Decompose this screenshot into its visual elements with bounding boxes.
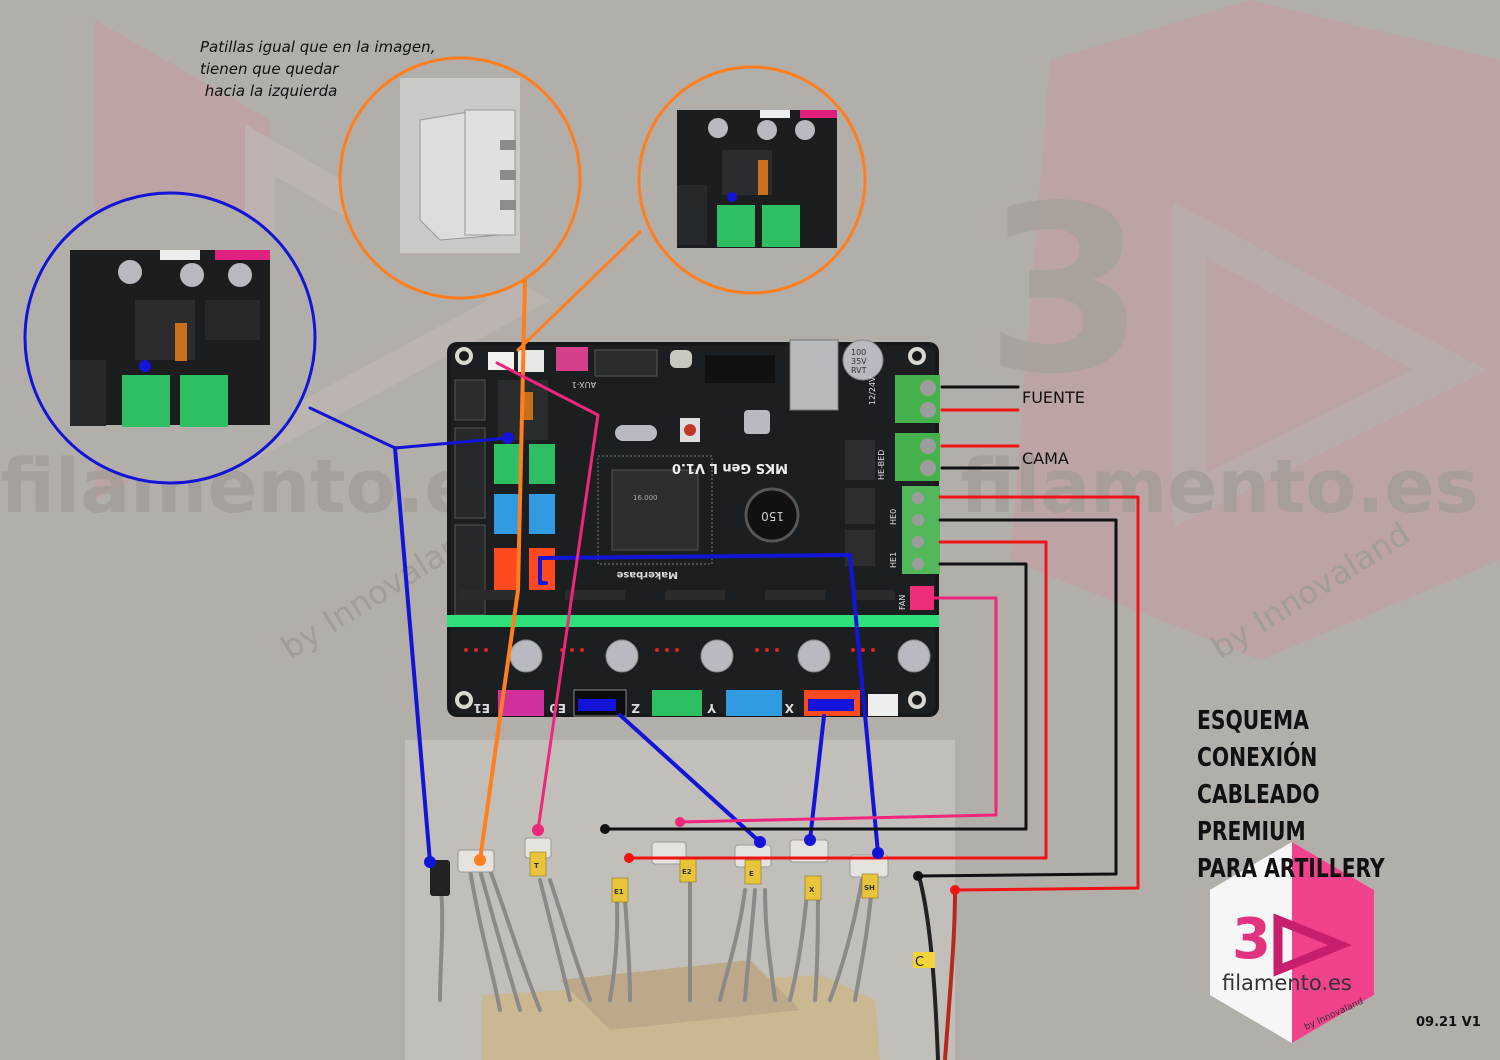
svg-text:HE1: HE1 (889, 552, 898, 568)
wire-red-he0 (938, 495, 1140, 892)
svg-text:150: 150 (761, 509, 784, 523)
diagram-title: ESQUEMA CONEXIÓN CABLEADO PREMIUM PARA A… (1197, 703, 1433, 888)
driver-label-e1: E1 (473, 701, 490, 715)
wire-red-he1 (627, 540, 1048, 860)
logo-digit: 3 (1232, 907, 1271, 972)
watermark-brand-right: filamento.es (960, 444, 1479, 530)
wire-black-he0 (916, 518, 1118, 878)
board-model: MKS Gen L V1.0 (672, 460, 788, 475)
mks-board: 100 35V RVT 12/24V HE-BED HE0 HE1 FAN (447, 339, 940, 717)
tag-c: C (915, 955, 924, 970)
svg-text:35V: 35V (851, 357, 867, 366)
wire-pink-1 (495, 361, 600, 832)
title-line-2: CABLEADO PREMIUM (1197, 780, 1320, 847)
zoom-circle-orange-1 (338, 56, 582, 300)
capacitor-top: 100 35V RVT (842, 339, 884, 381)
wire-pink-fan (678, 596, 998, 824)
svg-text:16.000: 16.000 (633, 494, 658, 502)
driver-label-z: Z (631, 701, 640, 715)
driver-label-e0: E0 (549, 701, 566, 715)
driver-label-x: X (784, 701, 794, 715)
label-cama: CAMA (1022, 449, 1069, 468)
brand-logo: 3 filamento.es by Innovaland (1210, 842, 1374, 1043)
watermark-brand-left: filamento.es (0, 444, 519, 530)
svg-text:HE-BED: HE-BED (877, 450, 886, 480)
tag-e2: E2 (682, 868, 692, 876)
label-fuente: FUENTE (1022, 388, 1085, 407)
svg-text:HE0: HE0 (889, 509, 898, 525)
tag-x: X (809, 886, 815, 894)
version-label: 09.21 V1 (1416, 1015, 1481, 1030)
svg-text:FAN: FAN (898, 595, 907, 610)
title-line-3: PARA ARTILLERY (1197, 854, 1385, 884)
zoom-orange-connector (340, 58, 580, 298)
zoom-circle-blue (23, 191, 317, 485)
svg-text:RVT: RVT (851, 366, 867, 375)
wire-black-he1 (603, 562, 1028, 831)
wires (308, 230, 1140, 895)
note-line-1: Patillas igual que en la imagen, (200, 38, 436, 56)
wire-blue-sh (538, 553, 880, 855)
cable-photo: T E1 E2 E X SH C (405, 740, 957, 1060)
wire-blue-1 (393, 446, 432, 864)
note-line-3: hacia la izquierda (200, 82, 338, 100)
logo-brand: filamento.es (1222, 971, 1352, 995)
svg-text:100: 100 (851, 348, 866, 357)
note-line-2: tienen que quedar (200, 60, 339, 78)
tag-e: E (749, 870, 754, 878)
svg-text:12/24V: 12/24V (868, 376, 877, 405)
tag-t: T (534, 862, 539, 870)
tag-e1: E1 (614, 888, 624, 896)
watermark-digit: 3 (985, 158, 1145, 425)
board-brand: Makerbase (616, 569, 678, 580)
zoom-blue-content (25, 193, 315, 483)
title-line-1: ESQUEMA CONEXIÓN (1197, 706, 1318, 773)
tag-sh: SH (864, 884, 875, 892)
zoom-circle-orange-2 (637, 65, 867, 295)
svg-text:AUX-1: AUX-1 (572, 380, 596, 389)
zoom-orange-board (639, 67, 865, 293)
wire-orange (478, 278, 527, 862)
driver-label-y: Y (707, 701, 717, 715)
connector-note: Patillas igual que en la imagen, tienen … (200, 36, 530, 102)
